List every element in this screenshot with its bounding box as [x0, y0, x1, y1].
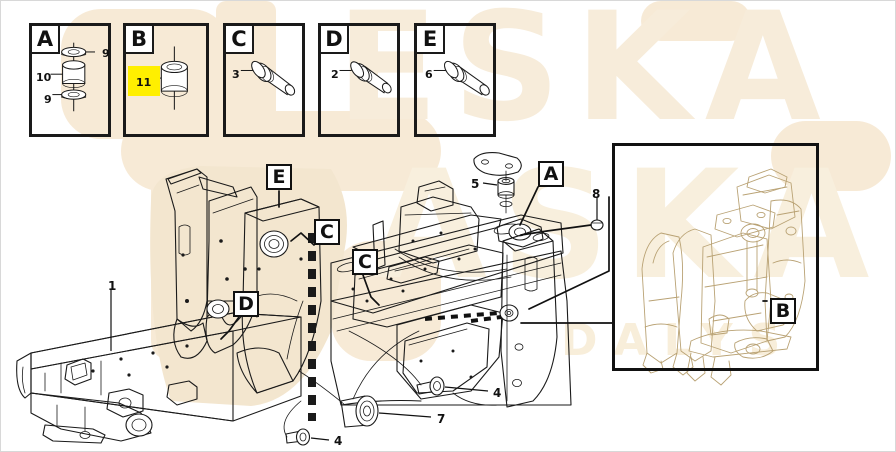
- part-4-bolt-left: [285, 428, 330, 446]
- detail-box-d: D .b4 { fill:none; stroke:#1a1a1a; strok…: [318, 23, 400, 137]
- label-part-7: 7: [437, 412, 446, 426]
- part-7-bushing: [340, 395, 432, 428]
- detail-b-label-11: 11: [136, 76, 152, 89]
- detail-box-a-tag: A: [30, 24, 60, 54]
- detail-box-d-tag: D: [319, 24, 349, 54]
- inset-detail-panel: [612, 143, 819, 371]
- detail-c-label-3: 3: [232, 68, 240, 81]
- callout-d-main: D: [233, 291, 259, 317]
- callout-e-main: E: [266, 164, 292, 190]
- right-upright-plate: [499, 228, 558, 408]
- label-part-5: 5: [471, 177, 480, 191]
- detail-box-a: A .bl { fill:none; stroke:#1a1a1a; strok…: [29, 23, 111, 137]
- part-5-bushing: [497, 170, 515, 214]
- detail-a-label-9-top: 9: [102, 47, 110, 60]
- part-4-bolt-right: [416, 376, 489, 396]
- chassis-left-beam: [16, 312, 302, 444]
- detail-a-label-9-bottom: 9: [44, 93, 52, 106]
- callout-b-inset: B: [770, 298, 796, 324]
- detail-box-d-drawing: .b4 { fill:none; stroke:#1a1a1a; stroke-…: [339, 61, 392, 94]
- detail-a-label-10: 10: [36, 71, 52, 84]
- part-5-cover-plate: [473, 152, 522, 176]
- inset-frame-lineart: [641, 168, 806, 386]
- detail-d-label-2: 2: [331, 68, 339, 81]
- label-part-1: 1: [108, 279, 117, 293]
- callout-c-lower: C: [352, 249, 378, 275]
- detail-box-e-drawing: .b5 { fill:none; stroke:#1a1a1a; stroke-…: [433, 60, 490, 96]
- detail-box-b: B .bl2 { fill:none; stroke:#1a1a1a; stro…: [123, 23, 209, 137]
- callout-a-main: A: [538, 161, 564, 187]
- center-left-upright: [236, 198, 322, 394]
- callout-c-upper: C: [314, 219, 340, 245]
- label-part-8: 8: [592, 187, 601, 201]
- detail-box-e: E .b5 { fill:none; stroke:#1a1a1a; strok…: [414, 23, 496, 137]
- pivot-dashed-pointer: [424, 311, 502, 323]
- detail-box-c: C .b3 { fill:none; stroke:#1a1a1a; strok…: [223, 23, 305, 137]
- detail-e-label-6: 6: [425, 68, 433, 81]
- detail-box-e-tag: E: [415, 24, 445, 54]
- label-part-4-right: 4: [493, 386, 502, 400]
- label-part-4-left: 4: [334, 434, 343, 448]
